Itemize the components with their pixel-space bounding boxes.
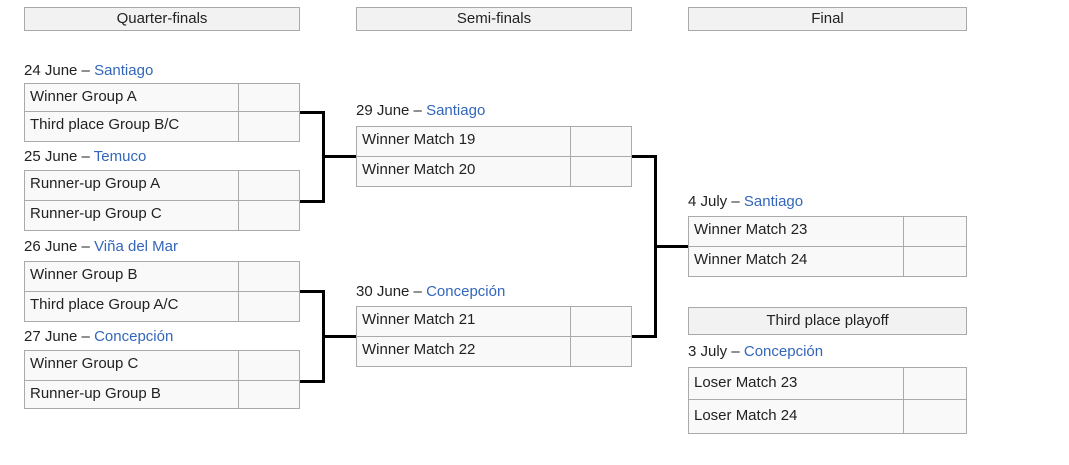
separator: – [727,193,744,210]
venue-link[interactable]: Santiago [94,62,154,79]
match-date: 24 June [24,62,78,79]
bracket-connector [300,111,324,114]
team-cell: Winner Match 20 [356,156,571,187]
bracket-connector [654,245,688,248]
match-info: 3 July – Concepción [688,343,823,361]
bracket-connector [322,335,356,338]
match-date: 25 June [24,148,78,165]
score-cell [238,291,300,322]
match-info: 24 June – Santiago [24,62,153,80]
team-cell: Winner Match 22 [356,336,571,367]
team-cell: Runner-up Group A [24,170,239,201]
match-info: 27 June – Concepción [24,328,173,346]
match-date: 27 June [24,328,78,345]
venue-link[interactable]: Concepción [94,328,174,345]
match-date: 30 June [356,283,410,300]
round-header-semi-finals: Semi-finals [356,7,632,31]
score-cell [570,306,632,337]
team-cell: Loser Match 24 [688,399,904,434]
bracket-connector [322,155,356,158]
team-cell: Winner Group C [24,350,239,381]
score-cell [570,126,632,157]
score-cell [238,350,300,381]
venue-link[interactable]: Concepción [743,343,824,360]
match-date: 26 June [24,238,78,255]
team-cell: Loser Match 23 [688,367,904,400]
team-cell: Winner Group A [24,83,239,112]
score-cell [238,111,300,142]
score-cell [570,336,632,367]
venue-link[interactable]: Viña del Mar [94,238,179,255]
venue-link[interactable]: Temuco [93,148,147,165]
score-cell [238,380,300,409]
team-cell: Third place Group B/C [24,111,239,142]
match-date: 29 June [356,102,410,119]
team-cell: Winner Match 19 [356,126,571,157]
score-cell [903,399,967,434]
score-cell [238,261,300,292]
separator: – [77,62,95,79]
venue-link[interactable]: Concepción [426,283,506,300]
bracket-connector [300,380,324,383]
round-header-final: Final [688,7,967,31]
separator: – [77,238,95,255]
match-date: 4 July [688,193,728,210]
match-info: 26 June – Viña del Mar [24,238,178,256]
match-info: 29 June – Santiago [356,102,485,120]
bracket-connector [632,335,656,338]
round-header-quarter-finals: Quarter-finals [24,7,300,31]
match-info: 25 June – Temuco [24,148,146,166]
bracket-connector [632,155,656,158]
team-cell: Runner-up Group B [24,380,239,409]
team-cell: Runner-up Group C [24,200,239,231]
match-info: 30 June – Concepción [356,283,505,301]
score-cell [238,200,300,231]
score-cell [238,83,300,112]
separator: – [77,148,94,165]
team-cell: Winner Match 23 [688,216,904,247]
third-place-playoff-header: Third place playoff [688,307,967,335]
match-date: 3 July [688,343,728,360]
score-cell [903,367,967,400]
score-cell [903,246,967,277]
team-cell: Winner Match 24 [688,246,904,277]
separator: – [409,102,427,119]
score-cell [570,156,632,187]
separator: – [727,343,744,360]
team-cell: Winner Group B [24,261,239,292]
separator: – [77,328,95,345]
team-cell: Third place Group A/C [24,291,239,322]
match-info: 4 July – Santiago [688,193,803,211]
venue-link[interactable]: Santiago [426,102,486,119]
team-cell: Winner Match 21 [356,306,571,337]
venue-link[interactable]: Santiago [743,193,804,210]
score-cell [903,216,967,247]
bracket-connector [300,290,324,293]
bracket-connector [300,200,324,203]
separator: – [409,283,427,300]
score-cell [238,170,300,201]
